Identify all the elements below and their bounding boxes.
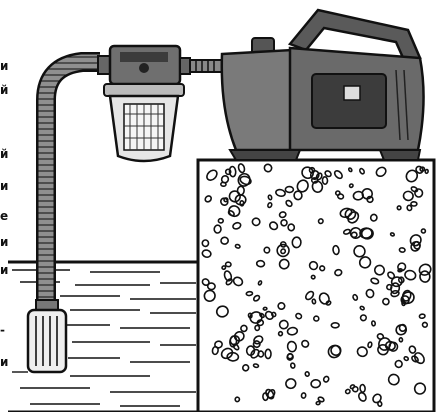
margin-text-7: и <box>0 264 10 276</box>
margin-text-1: и <box>0 60 10 72</box>
margin-text-5: е <box>0 210 10 222</box>
margin-text-2: й <box>0 84 10 96</box>
foot-valve-strainer <box>28 300 66 372</box>
power-switch-icon <box>344 86 360 100</box>
margin-text-3: й <box>0 148 10 160</box>
pump <box>222 10 424 160</box>
margin-text-9: и <box>0 356 10 368</box>
stone-base <box>198 160 434 412</box>
pre-filter <box>98 46 224 161</box>
margin-text-4: и <box>0 180 10 192</box>
margin-text-8: - <box>0 324 10 336</box>
margin-text-6: и <box>0 236 10 248</box>
